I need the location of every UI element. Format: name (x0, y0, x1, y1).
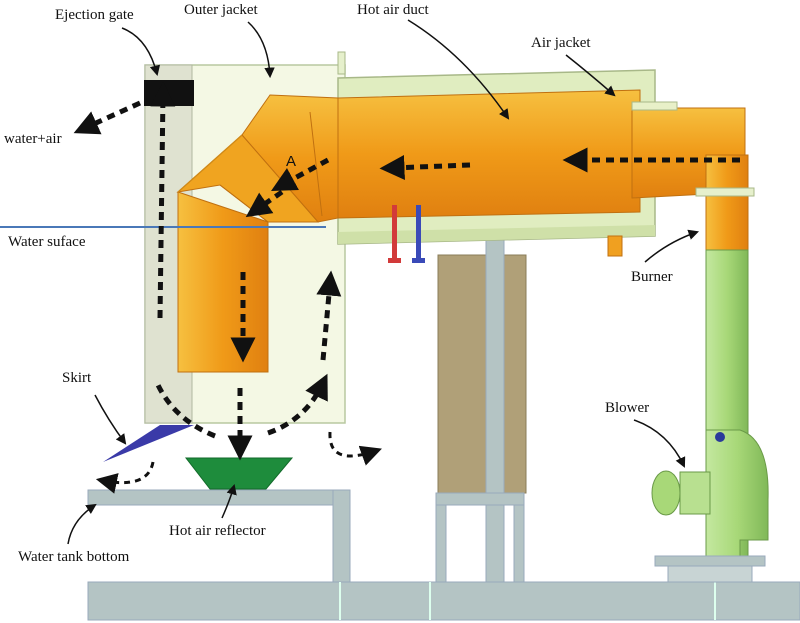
outflow-arrow-skirt (95, 461, 155, 494)
outflow-arrow-right (328, 431, 382, 466)
burner (695, 154, 755, 251)
point-a-label: A (286, 153, 296, 170)
air-jacket-label: Air jacket (531, 35, 591, 51)
leader-lines (67, 19, 699, 545)
outer-jacket-label: Outer jacket (184, 2, 259, 18)
hot-air-duct-label: Hot air duct (357, 2, 429, 18)
burner-label: Burner (631, 269, 673, 285)
blower-label: Blower (605, 400, 649, 416)
ejection-gate-label: Ejection gate (55, 7, 134, 23)
flow-arrow-elbow-2 (245, 189, 284, 218)
outflow-arrows (95, 431, 382, 494)
water-surface-label: Water suface (8, 234, 86, 250)
water-tank-bottom-label: Water tank bottom (18, 549, 130, 565)
pipe-fittings (388, 205, 623, 263)
flow-arrow-left-curve (155, 383, 216, 439)
skirt (103, 425, 194, 462)
water-air-label: water+air (4, 131, 62, 147)
hot-air-duct (176, 89, 746, 373)
flow-arrow-water-air (73, 100, 142, 135)
hot-air-reflector-label: Hot air reflector (169, 523, 266, 539)
support-stand (435, 214, 527, 583)
skirt-label: Skirt (62, 370, 92, 386)
flow-arrows (73, 81, 740, 461)
base-frame (87, 489, 800, 621)
flow-arrow-elbow-1 (271, 157, 330, 191)
flow-arrow-right-curve (267, 373, 328, 436)
blower (651, 249, 769, 583)
hot-air-reflector (184, 457, 294, 490)
ejection-gate (144, 80, 194, 106)
flow-arrow-gate-column (150, 81, 176, 319)
